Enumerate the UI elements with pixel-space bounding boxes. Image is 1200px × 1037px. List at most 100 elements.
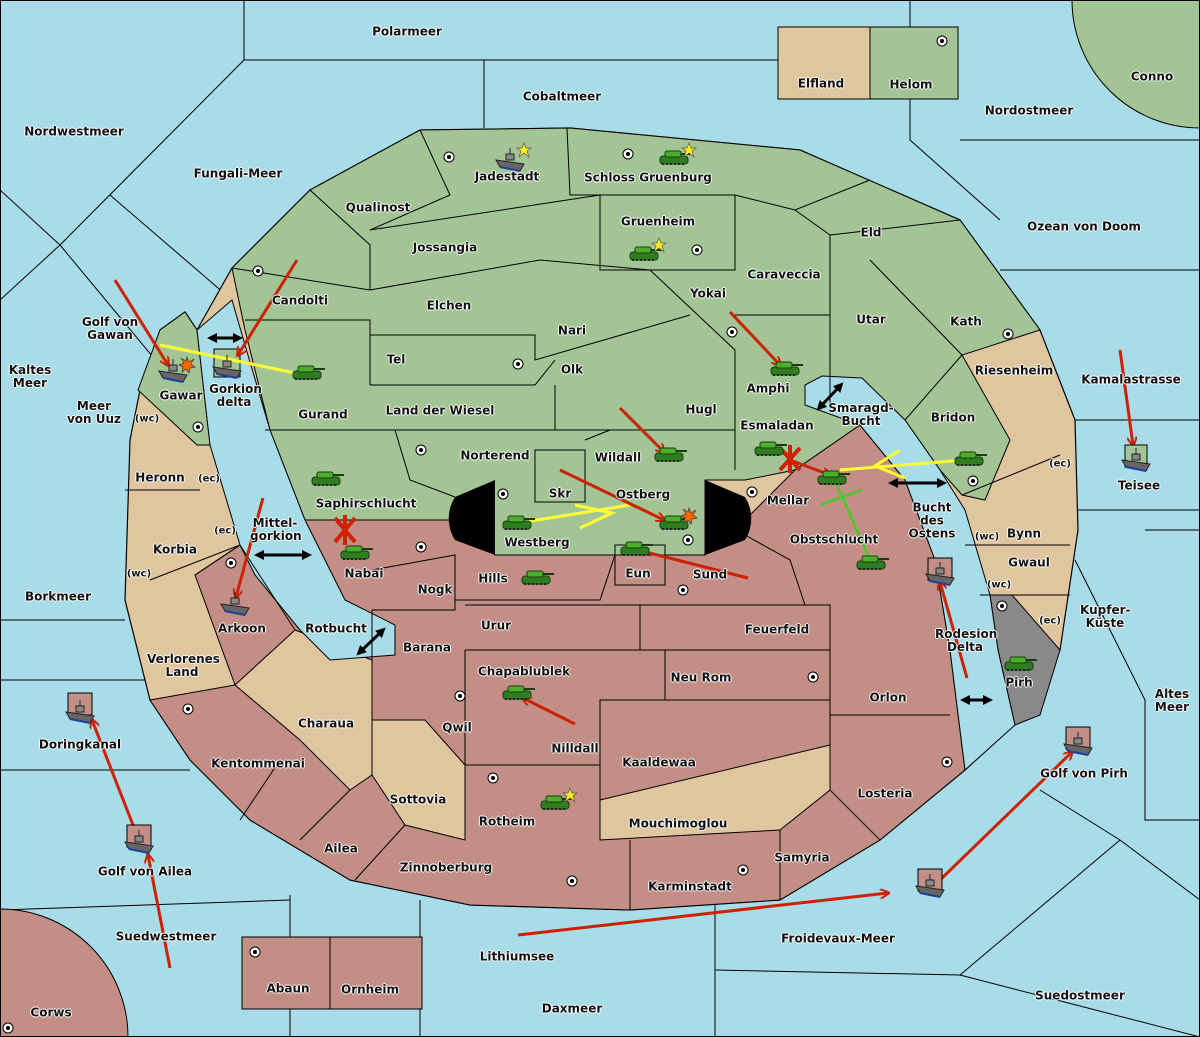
label-golf-gawan: Golf von Gawan — [81, 315, 139, 342]
label-olk: Olk — [560, 362, 584, 377]
label-esmaladan: Esmaladan — [740, 418, 814, 433]
label-amphi: Amphi — [746, 381, 790, 396]
supply-center-icon — [182, 703, 194, 715]
supply-center-icon — [622, 148, 634, 160]
label-gurand: Gurand — [298, 407, 348, 422]
move-arrow — [618, 406, 664, 452]
move-arrow — [238, 259, 299, 355]
label-orlon: Orlon — [869, 690, 907, 705]
label-bynn: Bynn — [1006, 526, 1042, 541]
move-arrow — [148, 855, 172, 969]
label-ostberg: Ostberg — [615, 487, 671, 502]
label-elchen: Elchen — [426, 298, 472, 313]
label-abaun: Abaun — [266, 981, 310, 996]
label-uuz: Meer von Uuz — [66, 399, 122, 426]
label-eld: Eld — [860, 225, 882, 240]
label-conno: Conno — [1130, 69, 1174, 84]
province-borders — [125, 127, 1070, 910]
label-smaragd: Smaragd-Bucht — [828, 401, 894, 428]
label-bridon: Bridon — [930, 410, 976, 425]
supply-center-icon — [192, 421, 204, 433]
label-caraveccia: Caraveccia — [747, 267, 821, 282]
label-norterend: Norterend — [460, 448, 530, 463]
label-verlorenes: Verlorenes Land — [147, 652, 220, 679]
move-arrows — [92, 259, 1133, 969]
supply-center-icon — [454, 690, 466, 702]
label-suedostmeer: Suedostmeer — [1035, 988, 1125, 1003]
supply-center-icon — [252, 265, 264, 277]
move-arrow — [940, 582, 969, 679]
supply-center-icon — [682, 534, 694, 546]
label-elfland: Elfland — [797, 76, 845, 91]
supply-center-icon — [691, 244, 703, 256]
move-arrow — [630, 548, 749, 580]
label-kath: Kath — [950, 314, 982, 329]
supply-center-icon — [225, 557, 237, 569]
label-karminstadt: Karminstadt — [648, 879, 732, 894]
label-helom: Helom — [889, 77, 933, 92]
label-hugl: Hugl — [685, 402, 717, 417]
move-arrows-black — [207, 333, 993, 705]
label-golf-ailea: Golf von Ailea — [97, 864, 193, 879]
region-skr[interactable] — [534, 449, 586, 503]
label-samyria: Samyria — [774, 850, 830, 865]
supply-center-icon — [746, 486, 758, 498]
capsule-westberg-ostberg — [448, 480, 752, 555]
coast-label: (ec) — [1049, 458, 1071, 470]
label-qwil: Qwil — [442, 720, 472, 735]
move-arrow — [1118, 349, 1133, 445]
supply-center-icon — [807, 671, 819, 683]
label-korbia: Korbia — [152, 542, 198, 557]
coast-label: (wc) — [134, 413, 160, 425]
label-froidevaux: Froidevaux-Meer — [781, 931, 895, 946]
supply-center-icon — [996, 600, 1008, 612]
label-nari: Nari — [557, 323, 587, 338]
label-wiesel: Land der Wiesel — [385, 403, 495, 418]
label-westberg: Westberg — [504, 535, 570, 550]
label-charaua: Charaua — [297, 716, 355, 731]
label-jadestadt: Jadestadt — [474, 169, 540, 184]
label-rodesion: Rodesion Delta — [935, 627, 998, 654]
supply-center-icon — [936, 35, 948, 47]
region-sottovia[interactable] — [371, 719, 466, 841]
supply-center-icon — [726, 326, 738, 338]
move-arrow — [559, 468, 664, 520]
label-yokai: Yokai — [689, 286, 727, 301]
label-mellar: Mellar — [766, 493, 810, 508]
label-ornheim: Ornheim — [341, 982, 399, 997]
label-riesenheim: Riesenheim — [974, 363, 1054, 378]
label-bucht-ostens: Bucht des Ostens — [908, 500, 956, 541]
label-hills: Hills — [478, 571, 508, 586]
supply-center-icon — [677, 584, 689, 596]
label-saphirschlucht: Saphirschlucht — [315, 496, 417, 511]
label-mittelgorkion: Mittel-gorkion — [250, 516, 302, 543]
label-chapablublek: Chapablublek — [477, 664, 571, 679]
label-skr: Skr — [548, 486, 572, 501]
label-nordostmeer: Nordostmeer — [984, 103, 1074, 118]
label-polarmeer: Polarmeer — [372, 24, 442, 39]
label-golf-pirh: Golf von Pirh — [1040, 766, 1128, 781]
label-borkmeer: Borkmeer — [25, 589, 91, 604]
sea-bucht-des-ostens[interactable] — [804, 375, 1016, 772]
label-suedwestmeer: Suedwestmeer — [115, 929, 217, 944]
region-corws[interactable] — [0, 908, 129, 1037]
supply-center-icon — [497, 488, 509, 500]
sea-mittelgorkion[interactable] — [196, 299, 396, 661]
label-candolti: Candolti — [271, 293, 329, 308]
region-conno[interactable] — [1071, 0, 1200, 129]
label-gwaul: Gwaul — [1008, 555, 1050, 570]
label-nordwestmeer: Nordwestmeer — [24, 124, 124, 139]
label-ozean: Ozean von Doom — [1027, 219, 1141, 234]
label-neurom: Neu Rom — [670, 670, 732, 685]
coast-label: (wc) — [126, 568, 152, 580]
label-tel: Tel — [386, 352, 406, 367]
move-arrow — [728, 310, 780, 365]
region-elfland[interactable] — [777, 26, 871, 100]
label-teisee: Teisee — [1117, 478, 1161, 493]
supply-center-icon — [967, 475, 979, 487]
label-sund: Sund — [692, 567, 728, 582]
region-ornheim[interactable] — [329, 936, 423, 1010]
coast-label: (ec) — [214, 525, 236, 537]
label-mouchimoglou: Mouchimoglou — [628, 816, 728, 831]
